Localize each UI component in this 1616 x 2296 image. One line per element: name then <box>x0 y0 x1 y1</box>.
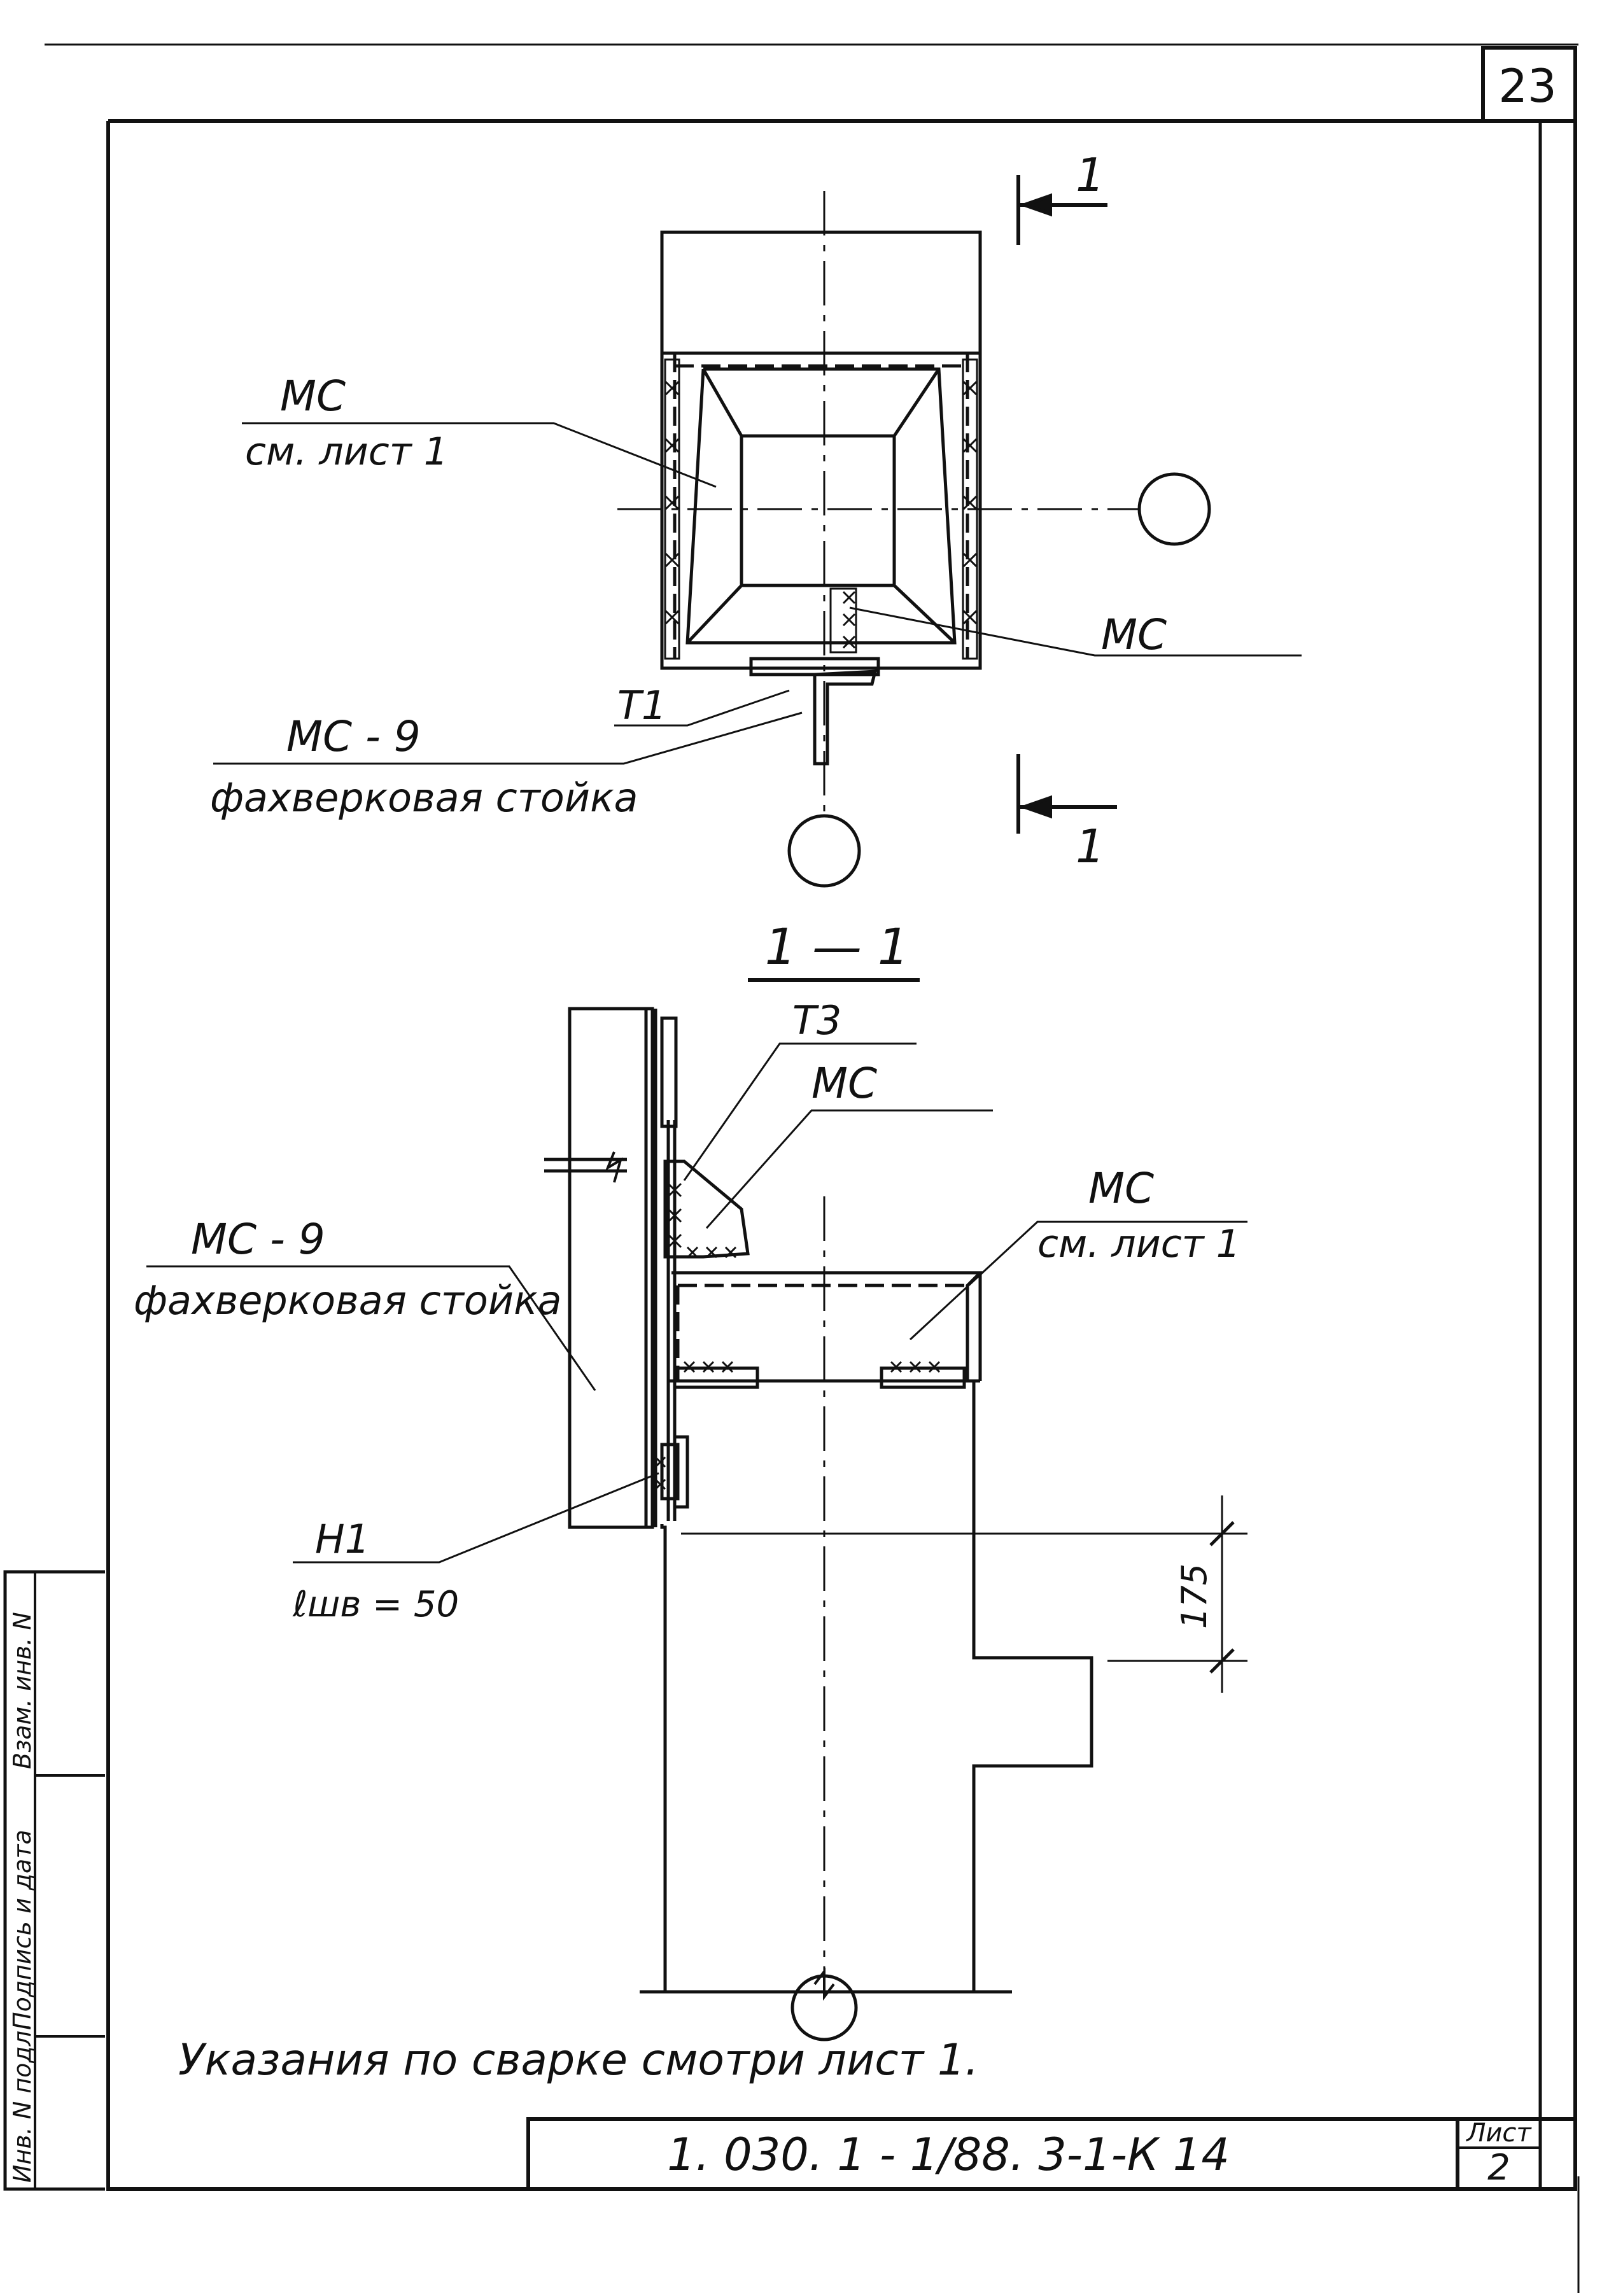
section-label-mc-ref-sheet: см. лист 1 <box>1037 1222 1240 1266</box>
section-view <box>146 1007 1247 2041</box>
section-label-h1: Н1 <box>315 1516 370 1562</box>
plan-label-mc-ref-sheet: см. лист 1 <box>245 430 448 474</box>
section-title: 1 — 1 <box>765 919 910 976</box>
sheet-number: 2 <box>1487 2147 1510 2188</box>
section-leaders <box>146 1042 1247 1564</box>
axis-bubble-section-bottom <box>790 1974 858 2041</box>
document-code: 1. 030. 1 - 1/88. 3-1-К 14 <box>667 2129 1230 2181</box>
title-block <box>526 2117 1575 2189</box>
dimension-175-label: 175 <box>1174 1564 1214 1629</box>
sheet-label: Лист <box>1465 2118 1532 2148</box>
sheet-frame <box>45 43 1580 2293</box>
welding-note: Указания по сварке смотри лист 1. <box>178 2035 979 2085</box>
plan-label-mc-right: МС <box>1101 610 1167 659</box>
axis-bubble-right <box>1137 472 1211 546</box>
section-label-mc9-desc: фахверковая стойка <box>134 1277 562 1324</box>
section-arrow-bottom <box>1016 754 1117 834</box>
section-label-weld-length: ℓшв = 50 <box>292 1584 459 1625</box>
plan-weld-marks <box>664 358 978 660</box>
section-label-mc9: МС - 9 <box>191 1215 325 1264</box>
stamp-signature-label: Подпись и дата <box>8 1830 36 2030</box>
plan-section-mark-bottom: 1 <box>1076 820 1105 873</box>
plan-label-t1: Т1 <box>617 682 666 729</box>
section-label-t3: Т3 <box>792 997 841 1044</box>
section-arrow-top <box>1016 175 1107 245</box>
plan-label-mc-ref: МС <box>280 372 346 421</box>
section-label-mc-top: МС <box>812 1059 877 1108</box>
left-stamp-column <box>3 1570 105 2191</box>
stamp-inv-label: Инв. N подл. <box>8 2023 36 2183</box>
plan-leaders <box>213 422 1302 765</box>
plan-label-mc9-desc: фахверковая стойка <box>210 774 638 821</box>
plan-view <box>213 175 1302 888</box>
plan-section-mark-top: 1 <box>1076 148 1105 202</box>
plan-label-mc9: МС - 9 <box>286 712 421 761</box>
section-weld-marks <box>654 1182 941 1490</box>
stamp-replace-label: Взам. инв. N <box>8 1612 36 1769</box>
page-number: 23 <box>1498 59 1557 113</box>
axis-bubble-plan-bottom <box>787 814 861 888</box>
dimension-175-lines <box>681 1495 1247 1693</box>
section-label-mc-ref: МС <box>1088 1164 1154 1213</box>
